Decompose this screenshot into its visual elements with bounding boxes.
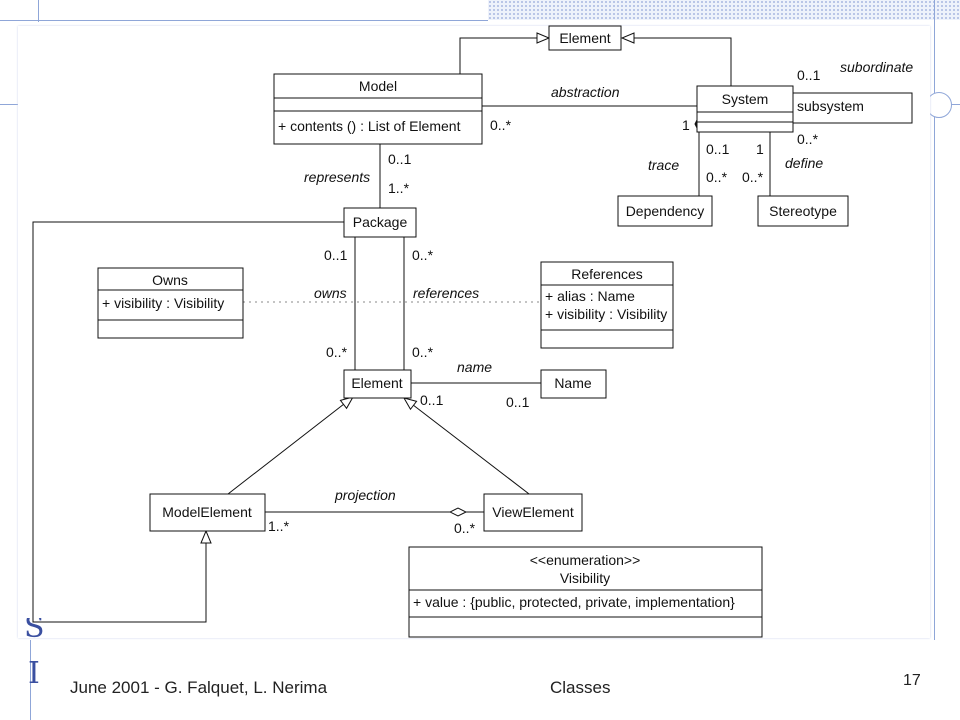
class-model xyxy=(273,73,483,145)
class-stereotype xyxy=(757,195,849,227)
references-attribute-visibility: + visibility : Visibility xyxy=(545,306,667,322)
frame-line-bottom-left xyxy=(30,640,31,720)
connector-lines xyxy=(32,38,913,623)
mult-owns-package: 0..1 xyxy=(324,247,348,263)
class-element-name: Element xyxy=(351,375,402,391)
class-element-top xyxy=(548,25,622,51)
footer-section: Classes xyxy=(550,678,611,697)
class-stereotype-name: Stereotype xyxy=(769,203,837,219)
class-model-name: Model xyxy=(359,78,397,94)
side-letter-partial: S xyxy=(24,618,45,638)
frame-circle-right xyxy=(926,92,952,118)
label-references: references xyxy=(413,285,479,301)
class-members: + contents () : List of Element + visibi… xyxy=(102,118,735,610)
class-visibility-stereotype: <<enumeration>> xyxy=(530,552,641,568)
label-abstraction: abstraction xyxy=(551,84,620,100)
class-system xyxy=(696,85,794,133)
side-letter-partial-text: S xyxy=(24,618,45,638)
mult-subordinate: 0..1 xyxy=(797,67,821,83)
footer-authors: June 2001 - G. Falquet, L. Nerima xyxy=(70,678,328,697)
label-subsystem: subsystem xyxy=(797,98,864,114)
class-package-name: Package xyxy=(353,214,408,230)
owns-attribute: + visibility : Visibility xyxy=(102,295,224,311)
class-element-top-name: Element xyxy=(559,30,610,46)
generalization-package-modelelement xyxy=(32,221,344,623)
mult-trace-system: 0..1 xyxy=(706,141,730,157)
mult-define-system: 1 xyxy=(756,141,764,157)
header-dot-pattern xyxy=(488,0,960,20)
page-number: 17 xyxy=(903,672,921,689)
references-attribute-alias: + alias : Name xyxy=(545,288,635,304)
class-model-element-name: ModelElement xyxy=(162,504,252,520)
generalization-viewelement-element xyxy=(404,398,534,498)
frame-line-right xyxy=(934,0,935,640)
label-name: name xyxy=(457,359,492,375)
label-trace: trace xyxy=(648,157,679,173)
class-boxes xyxy=(97,25,849,638)
class-package xyxy=(343,207,417,238)
multiplicity-labels: subsystem 0..1 0..* 1 0..* 0..1 0..* 1 0… xyxy=(268,67,864,536)
class-references xyxy=(540,261,674,349)
side-letter: I xyxy=(28,656,40,691)
label-owns: owns xyxy=(314,285,347,301)
association-subsystem xyxy=(793,92,913,124)
label-represents: represents xyxy=(304,169,370,185)
mult-owns-element: 0..* xyxy=(326,344,348,360)
mult-projection-view: 0..* xyxy=(454,520,476,536)
generalization-modelelement-element xyxy=(227,397,353,495)
mult-references-package: 0..* xyxy=(412,247,434,263)
mult-references-element: 0..* xyxy=(412,344,434,360)
class-view-element xyxy=(483,493,583,532)
frame-line-left-h xyxy=(0,104,20,105)
mult-projection-model: 1..* xyxy=(268,518,290,534)
mult-subsystem: 0..* xyxy=(797,131,819,147)
mult-represents-model: 0..1 xyxy=(388,151,412,167)
mult-represents-package: 1..* xyxy=(388,180,410,196)
class-element xyxy=(343,369,412,399)
mult-abstraction-model: 0..* xyxy=(490,117,512,133)
class-references-name: References xyxy=(571,266,643,282)
class-dependency-name: Dependency xyxy=(626,203,705,219)
frame-line-left xyxy=(38,0,39,22)
generalization-system-element xyxy=(622,38,732,86)
generalization-model-element xyxy=(459,38,549,74)
mult-name-element: 0..1 xyxy=(420,392,444,408)
class-model-element xyxy=(149,493,266,532)
model-operation: + contents () : List of Element xyxy=(278,118,461,134)
frame-line-top xyxy=(0,20,488,21)
class-owns-name: Owns xyxy=(152,272,188,288)
class-view-element-name: ViewElement xyxy=(492,504,574,520)
class-owns xyxy=(97,267,244,339)
class-visibility-name: Visibility xyxy=(560,570,610,586)
class-system-name: System xyxy=(722,91,769,107)
class-visibility xyxy=(408,546,763,638)
label-projection: projection xyxy=(334,487,396,503)
mult-define-stereotype: 0..* xyxy=(742,169,764,185)
class-name xyxy=(540,369,607,399)
mult-name-name: 0..1 xyxy=(506,394,530,410)
mult-trace-dependency: 0..* xyxy=(706,169,728,185)
visibility-attribute: + value : {public, protected, private, i… xyxy=(413,594,735,610)
class-dependency xyxy=(617,195,713,227)
label-define: define xyxy=(785,155,823,171)
class-name-name: Name xyxy=(554,375,592,391)
role-labels: subordinate abstraction trace define rep… xyxy=(304,59,913,503)
class-texts: Element Model System Dependency Stereoty… xyxy=(152,30,837,586)
label-subordinate: subordinate xyxy=(840,59,913,75)
mult-abstraction-system: 1 xyxy=(682,117,690,133)
